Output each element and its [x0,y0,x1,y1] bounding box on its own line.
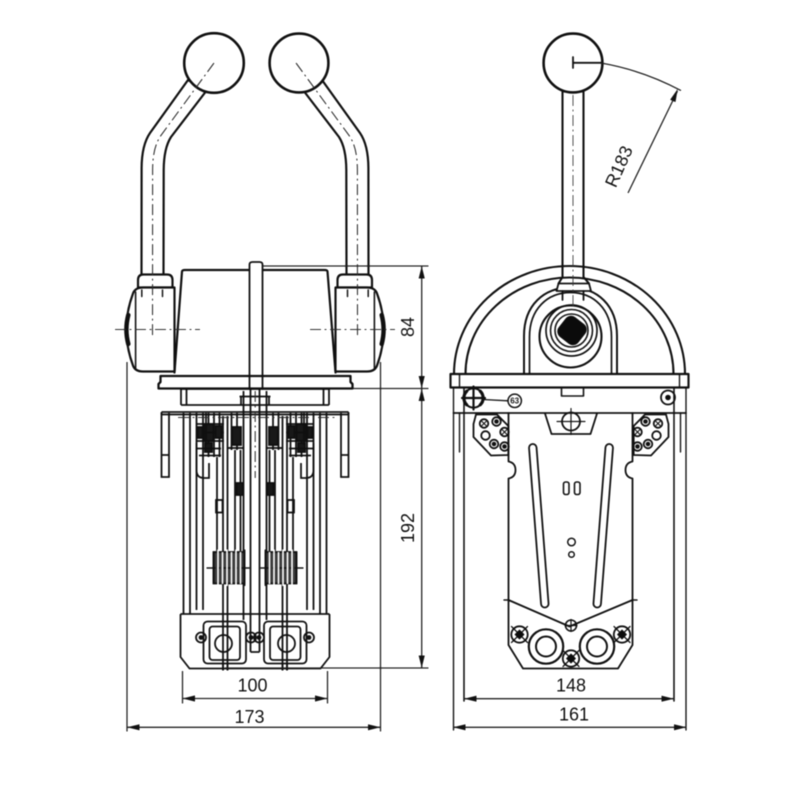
svg-text:63: 63 [510,397,519,406]
svg-text:148: 148 [556,676,586,696]
svg-text:192: 192 [398,513,418,543]
svg-text:84: 84 [398,317,418,337]
svg-text:100: 100 [237,676,267,696]
svg-text:173: 173 [234,707,264,727]
svg-text:161: 161 [559,705,589,725]
